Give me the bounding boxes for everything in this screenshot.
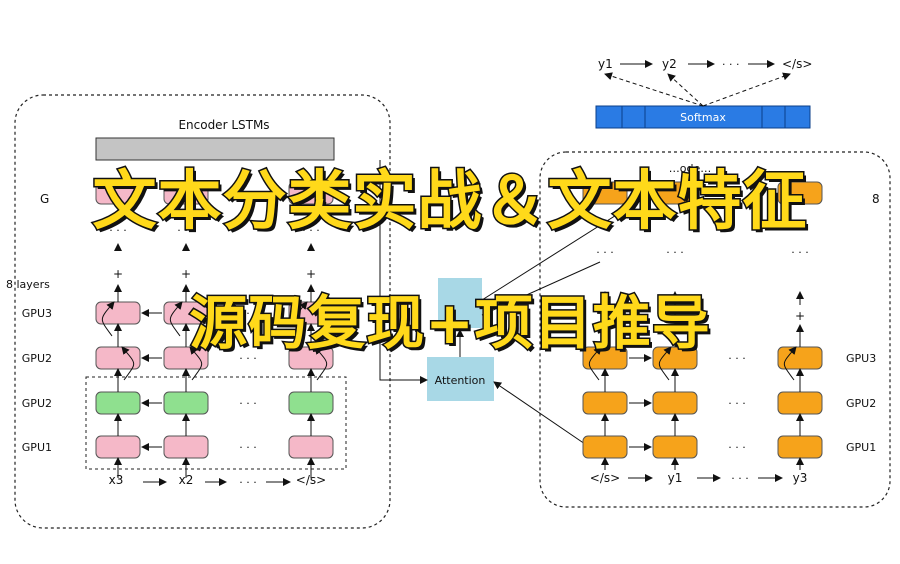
column-ellipsis: · · · [596,246,613,259]
decoder-container [539,151,891,508]
residual-skip-arrow [588,346,602,381]
encoder-gpu-label: GPU3 [22,307,52,320]
encoder-gpu-label: GPU1 [22,441,52,454]
residual-skip-arrow [169,301,183,337]
decoder-lstm-cell [777,435,823,459]
residual-skip-arrow [658,346,672,381]
decoder-gpu-label: GPU2 [846,397,876,410]
attention-label: Attention [435,374,486,387]
residual-plus: + [795,309,805,323]
residual-skip-arrow [101,301,115,337]
output-arrows [604,60,791,107]
decoder-lstm-cell [582,181,628,205]
encoder-gray-bar [95,137,335,161]
residual-skip-arrow [294,301,308,337]
encoder-input-label: x2 [179,473,194,487]
residual-plus: + [181,267,191,281]
diagram-labels: · · · GPU3 · · · GPU2 · · · GPU2 · · · GPU1 + · ·… [22,224,876,489]
encoder-lstm-cell [288,435,334,459]
decoder-lstm-cell [777,391,823,415]
decoder-input-label: y3 [793,471,808,485]
decoder-gpu-label: GPU3 [846,352,876,365]
partial-label-left: G [40,192,49,206]
encoder-gpu-label: GPU2 [22,352,52,365]
residual-plus: + [600,309,610,323]
attention-connectors [379,160,641,445]
input-ellipsis: · · · [239,476,256,489]
encoder-title: Encoder LSTMs [178,118,269,132]
encoder-lstm-cell [288,181,334,205]
encoder-lstm-cell [163,435,209,459]
layers-label: 8 layers [6,278,50,291]
decoder-lstm-cell [652,391,698,415]
column-ellipsis: · · · [109,224,126,237]
column-ellipsis: · · · [791,246,808,259]
encoder-container [14,94,391,529]
row-ellipsis: · · · [239,397,256,410]
decoder-input-label: y1 [668,471,683,485]
residual-plus: + [113,267,123,281]
encoder-gpu-label: GPU2 [22,397,52,410]
output-label: </s> [782,57,812,71]
softmax-label: Softmax [680,111,726,124]
attention-box [427,357,494,401]
row-ellipsis: · · · [239,441,256,454]
column-ellipsis: · · · [302,224,319,237]
row-ellipsis: · · · [728,352,745,365]
residual-skip-arrow [189,346,203,381]
residual-plus: + [306,267,316,281]
row-ellipsis: · · · [728,397,745,410]
lstm-cells [95,181,823,486]
partial-label-right: 8 [872,192,880,206]
decoder-lstm-cell [777,181,823,205]
column-ellipsis: · · · [666,246,683,259]
decoder-lstm-cell [652,181,698,205]
residual-plus: + [670,309,680,323]
input-ellipsis: · · · [731,472,748,485]
encoder-lstm-cell [163,391,209,415]
encoder-lstm-cell [95,435,141,459]
residual-skip-arrow [121,346,135,381]
row-ellipsis: · · · [728,441,745,454]
row-ellipsis: · · · [239,352,256,365]
encoder-lstm-cell [163,181,209,205]
residual-skip-arrow [314,346,328,381]
decoder-lstm-cell [652,435,698,459]
decoder-partial-title: …ode… [669,162,711,175]
attention-upper-box [438,278,482,328]
encoder-input-label: </s> [296,473,326,487]
encoder-lstm-cell [95,391,141,415]
encoder-lstm-cell [288,391,334,415]
output-label: y2 [662,57,677,71]
softmax-bar: Softmax [595,105,811,129]
encoder-lstm-cell [95,181,141,205]
row-ellipsis: · · · [239,307,256,320]
decoder-lstm-cell [582,435,628,459]
decoder-lstm-cell [582,391,628,415]
decoder-gpu-label: GPU1 [846,441,876,454]
output-ellipsis: · · · [722,58,739,71]
column-ellipsis: · · · [177,224,194,237]
encoder-lower-layers-box [85,376,347,470]
encoder-input-label: x3 [109,473,124,487]
decoder-input-label: </s> [590,471,620,485]
residual-skip-arrow [783,346,797,381]
output-label: y1 [598,57,613,71]
